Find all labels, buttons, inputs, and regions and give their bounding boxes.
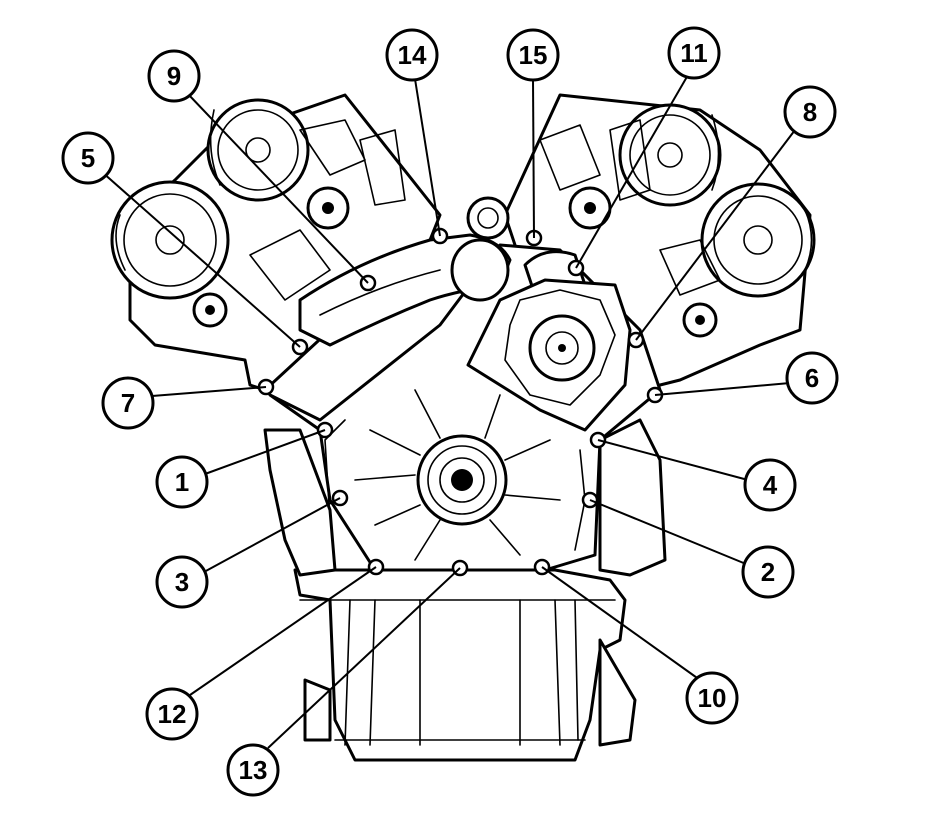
- callout-3: 3: [155, 555, 209, 609]
- callout-11-label: 11: [680, 38, 708, 68]
- callout-9-label: 9: [167, 61, 181, 91]
- callout-6: 6: [785, 351, 839, 405]
- callout-5: 5: [61, 131, 115, 185]
- callout-1-label: 1: [175, 467, 189, 497]
- callout-12: 12: [145, 687, 199, 741]
- callout-13: 13: [226, 743, 280, 797]
- callout-14: 14: [385, 28, 439, 82]
- callout-10: 10: [685, 671, 739, 725]
- callout-8: 8: [783, 85, 837, 139]
- leader-lines: [101, 74, 796, 749]
- callout-3-label: 3: [175, 567, 189, 597]
- callout-1: 1: [155, 455, 209, 509]
- callout-11: 11: [667, 26, 721, 80]
- callout-2-label: 2: [761, 557, 775, 587]
- callout-7: 7: [101, 376, 155, 430]
- callout-15: 15: [506, 28, 560, 82]
- left-cam-drive: [110, 93, 442, 392]
- callout-9: 9: [147, 49, 201, 103]
- callout-13-label: 13: [239, 755, 268, 785]
- front-cover: [268, 196, 662, 572]
- callout-8-label: 8: [803, 97, 817, 127]
- callout-14-label: 14: [398, 40, 427, 70]
- callout-12-label: 12: [158, 699, 187, 729]
- callout-7-label: 7: [121, 388, 135, 418]
- callout-15-label: 15: [519, 40, 548, 70]
- callout-6-label: 6: [805, 363, 819, 393]
- callout-4: 4: [743, 458, 797, 512]
- callout-2: 2: [741, 545, 795, 599]
- oil-pan: [263, 418, 667, 762]
- callout-10-label: 10: [698, 683, 727, 713]
- bolt-locations: [257, 227, 664, 577]
- callout-5-label: 5: [81, 143, 95, 173]
- callout-4-label: 4: [763, 470, 778, 500]
